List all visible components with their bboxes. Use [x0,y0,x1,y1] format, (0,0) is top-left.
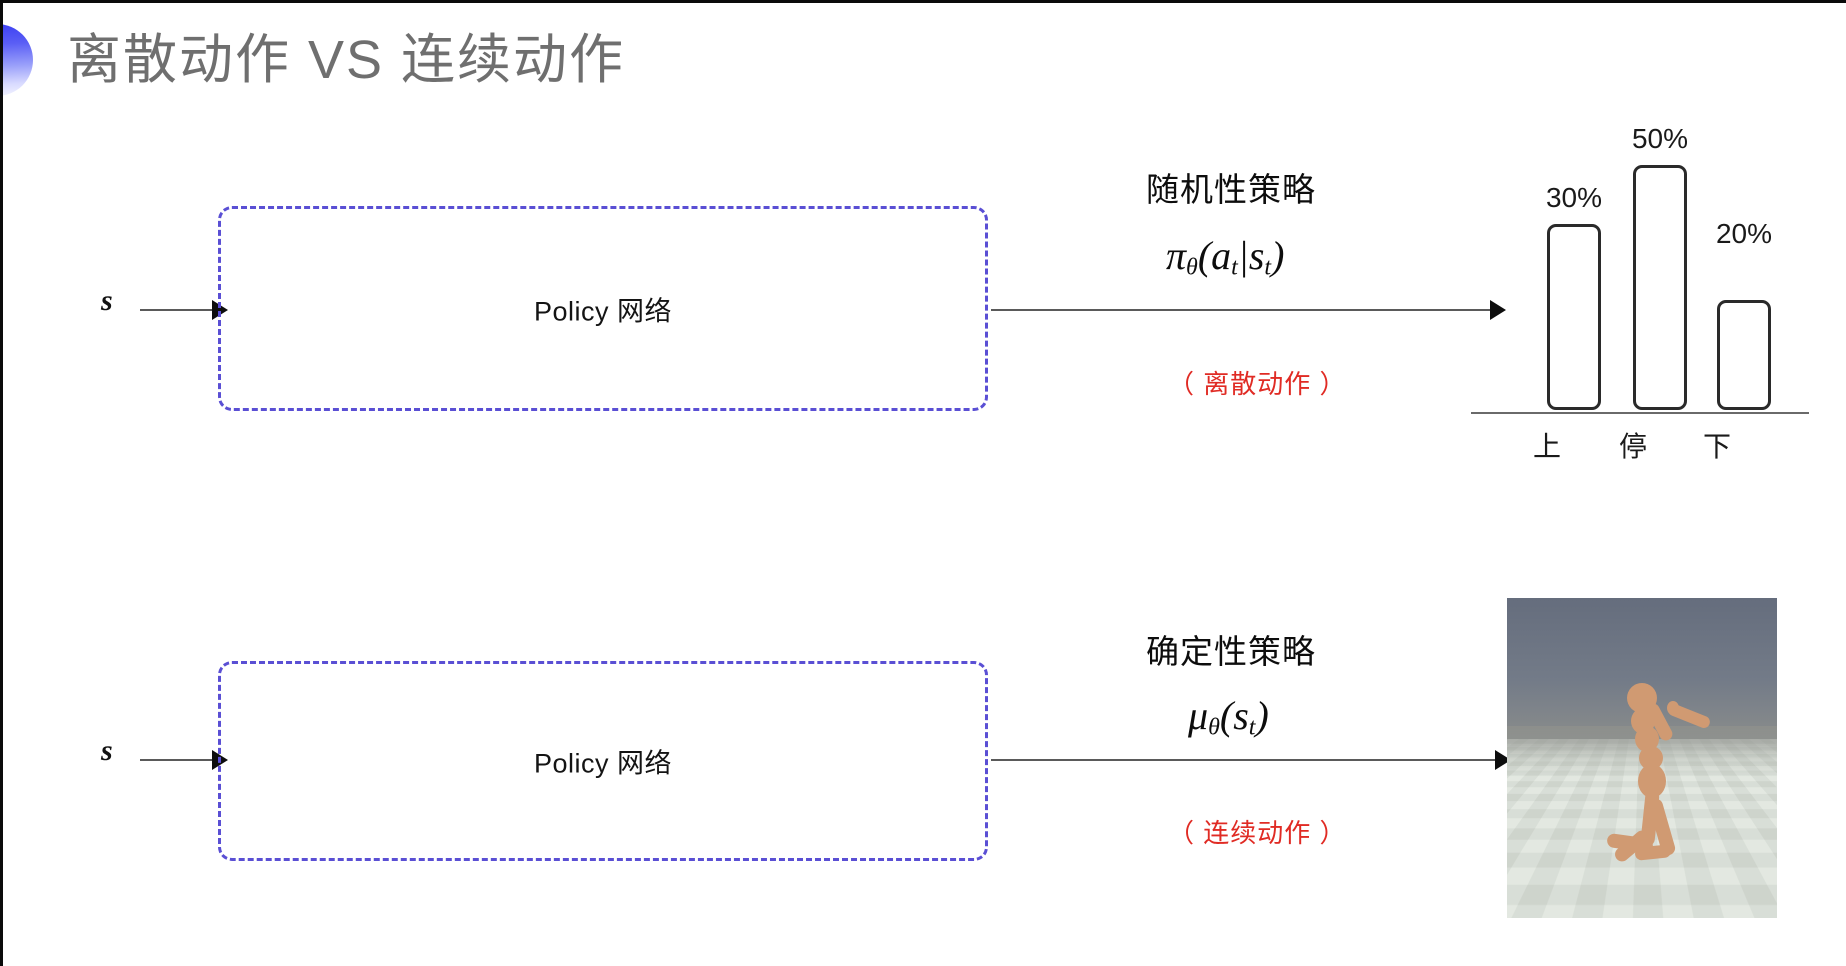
bar-value-down: 20% [1715,218,1773,249]
formula-mu-symbol: μ [1188,693,1209,738]
formula-stochastic-policy: πθ(at|st) [1166,232,1284,281]
formula-t-subscript-2: t [1264,254,1272,281]
formula-open-arg: (a [1197,233,1232,278]
input-state-label-row1: s [101,284,113,317]
bar-category-down: 下 [1702,431,1731,462]
policy-network-box-row1[interactable]: Policy 网络 [218,206,988,411]
bar-category-up: 上 [1532,431,1561,462]
formula-deterministic-policy: μθ(st) [1188,692,1269,741]
formula-t-subscript-3: t [1248,714,1256,741]
bar-down [1717,300,1771,410]
bar-up [1547,224,1601,410]
output-arrow-line-row1 [991,309,1497,311]
policy-network-label-row1: Policy 网络 [533,296,673,326]
action-probability-bar-chart: 30% 50% 20% [1471,110,1831,410]
bar-stop [1633,165,1687,410]
formula-close-paren: ) [1271,233,1285,278]
output-arrow-head-row1 [1490,300,1506,320]
formula-open-arg-2: (s [1219,693,1249,738]
title-bullet-icon [3,24,33,96]
formula-theta-subscript-2: θ [1208,714,1220,741]
input-arrow-line-row1 [140,309,226,311]
bar-value-up: 30% [1545,182,1603,213]
bar-category-stop: 停 [1618,431,1647,462]
policy-network-box-row2[interactable]: Policy 网络 [218,661,988,861]
formula-pi-symbol: π [1166,233,1187,278]
page-title: 离散动作 VS 连续动作 [67,30,626,90]
note-discrete-action: （ 离散动作 ） [1168,369,1347,399]
policy-kind-deterministic: 确定性策略 [1146,633,1316,670]
policy-network-label-row2: Policy 网络 [533,748,673,779]
formula-theta-subscript: θ [1186,254,1198,281]
formula-close-paren-2: ) [1255,693,1269,738]
humanoid-simulation-image [1507,598,1777,918]
bar-value-stop: 50% [1631,123,1689,154]
input-arrow-line-row2 [140,759,226,761]
formula-t-subscript-1: t [1231,254,1238,281]
chart-baseline-axis [1471,412,1809,414]
policy-kind-stochastic: 随机性策略 [1146,171,1316,208]
slide-top-border [3,0,1846,3]
formula-conditional-bar: |s [1237,233,1265,278]
output-arrow-line-row2 [991,759,1507,761]
humanoid-hand [1667,701,1679,715]
input-state-label-row2: s [101,734,113,767]
note-continuous-action: （ 连续动作 ） [1168,818,1347,848]
